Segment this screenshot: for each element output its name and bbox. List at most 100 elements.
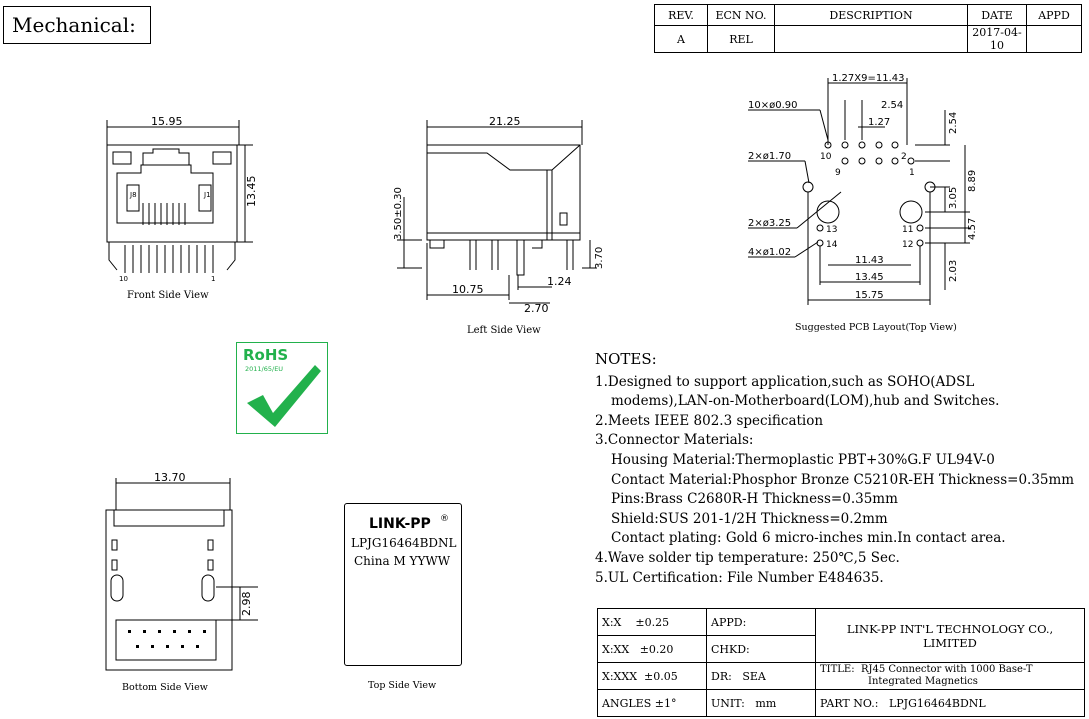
pcb-d1345-label: 13.45 bbox=[855, 272, 884, 283]
top-side-view: LINK-PP ® LPJG16464BDNL China M YYWW bbox=[344, 503, 462, 666]
rohs-badge: RoHS 2011/65/EU bbox=[236, 342, 328, 434]
revision-table: REV. ECN NO. DESCRIPTION DATE APPD A REL… bbox=[654, 4, 1082, 53]
top-view-caption: Top Side View bbox=[368, 680, 437, 691]
top-part-number: LPJG16464BDNL bbox=[351, 536, 457, 550]
note-line: Contact Material:Phosphor Bronze C5210R-… bbox=[611, 471, 1075, 488]
front-pin-j1: J1 bbox=[203, 191, 211, 199]
left-dim-a-label: 10.75 bbox=[452, 283, 484, 296]
rev-header: REV. bbox=[654, 4, 708, 26]
left-dim-c-label: 2.70 bbox=[524, 302, 549, 315]
unit-cell: UNIT: mm bbox=[706, 689, 816, 717]
left-width-label: 21.25 bbox=[489, 115, 521, 128]
appd-header: APPD bbox=[1026, 4, 1082, 26]
tol-2-value: ±0.20 bbox=[639, 642, 674, 656]
pcb-pin-12: 12 bbox=[902, 240, 913, 250]
description-header: DESCRIPTION bbox=[774, 4, 968, 26]
note-line: Contact plating: Gold 6 micro-inches min… bbox=[611, 530, 1006, 547]
note-line: 3.Connector Materials: bbox=[595, 432, 754, 449]
left-side-view: 21.25 3.50±0.30 3.70 10.75 1.24 2.70 bbox=[393, 115, 605, 315]
title-line-1: RJ45 Connector with 1000 Base-T bbox=[860, 664, 1033, 675]
bottom-height-label: 2.98 bbox=[240, 592, 253, 617]
company-name: LINK-PP INT'L TECHNOLOGY CO., LIMITED bbox=[815, 608, 1085, 663]
bottom-width-label: 13.70 bbox=[154, 471, 186, 484]
pcb-view-caption: Suggested PCB Layout(Top View) bbox=[795, 322, 957, 333]
dr-cell: DR: SEA bbox=[706, 662, 816, 690]
top-brand: LINK-PP bbox=[369, 516, 431, 532]
note-line: 4.Wave solder tip temperature: 250℃,5 Se… bbox=[595, 549, 900, 566]
unit-label: UNIT: bbox=[711, 696, 745, 710]
left-dim-b-label: 1.24 bbox=[547, 275, 572, 288]
left-view-caption: Left Side View bbox=[467, 325, 541, 336]
note-line: modems),LAN-on-Motherboard(LOM),hub and … bbox=[611, 393, 1000, 410]
pcb-d305-label: 3.05 bbox=[948, 187, 959, 209]
pcb-holes-a-label: 10×ø0.90 bbox=[748, 100, 798, 111]
pcb-pin-14: 14 bbox=[826, 240, 838, 250]
pcb-pin-13: 13 bbox=[826, 225, 837, 235]
dr-label: DR: bbox=[711, 669, 732, 683]
pcb-half-pitch-label: 1.27 bbox=[868, 117, 890, 128]
rev-value: A bbox=[654, 25, 708, 53]
front-view-caption: Front Side View bbox=[127, 290, 209, 301]
part-cell: PART NO.: LPJG16464BDNL bbox=[815, 689, 1085, 717]
angles-cell: ANGLES ±1° bbox=[597, 689, 707, 717]
front-pin-1: 1 bbox=[211, 275, 215, 283]
note-line: Pins:Brass C2680R-H Thickness=0.35mm bbox=[611, 491, 898, 508]
pcb-pin-2: 2 bbox=[901, 152, 907, 162]
title-cell: TITLE: RJ45 Connector with 1000 Base-T I… bbox=[815, 662, 1085, 690]
date-header: DATE bbox=[967, 4, 1027, 26]
ecn-header: ECN NO. bbox=[707, 4, 775, 26]
unit-value: mm bbox=[755, 696, 777, 710]
pcb-d457-label: 4.57 bbox=[967, 218, 975, 240]
pcb-d889-label: 8.89 bbox=[967, 170, 975, 192]
pcb-pin-11: 11 bbox=[902, 225, 913, 235]
pcb-pin-9: 9 bbox=[835, 168, 841, 178]
rohs-check-icon bbox=[247, 365, 321, 427]
date-value: 2017-04-10 bbox=[967, 25, 1027, 53]
front-width-label: 15.95 bbox=[151, 115, 183, 128]
header-title: Mechanical: bbox=[12, 13, 136, 37]
top-registered-mark: ® bbox=[440, 514, 449, 524]
title-label: TITLE: bbox=[820, 664, 855, 675]
note-line: 2.Meets IEEE 802.3 specification bbox=[595, 412, 824, 429]
pcb-holes-b-label: 2×ø1.70 bbox=[748, 151, 791, 162]
tolerance-row: X:X ±0.25 bbox=[597, 608, 707, 636]
tolerance-row: X:XXX ±0.05 bbox=[597, 662, 707, 690]
pcb-layout-view: 1.27X9=11.43 2.54 1.27 10×ø0.90 2×ø1.70 … bbox=[748, 73, 975, 305]
notes-title: NOTES: bbox=[595, 350, 657, 368]
dr-value: SEA bbox=[742, 669, 766, 683]
note-line: 1.Designed to support application,such a… bbox=[595, 373, 975, 390]
tol-1-label: X:X bbox=[602, 615, 622, 629]
front-pin-10: 10 bbox=[119, 275, 128, 283]
rohs-title: RoHS bbox=[243, 346, 289, 364]
ecn-value: REL bbox=[707, 25, 775, 53]
title-block: X:X ±0.25 APPD: LINK-PP INT'L TECHNOLOGY… bbox=[597, 608, 1085, 717]
chkd-cell: CHKD: bbox=[706, 635, 816, 663]
pcb-holes-d-label: 4×ø1.02 bbox=[748, 247, 791, 258]
pcb-d1575-label: 15.75 bbox=[855, 290, 884, 301]
front-height-label: 13.45 bbox=[245, 176, 258, 208]
pcb-holes-c-label: 2×ø3.25 bbox=[748, 218, 791, 229]
bottom-view-caption: Bottom Side View bbox=[122, 682, 208, 693]
pcb-pin-10: 10 bbox=[820, 152, 832, 162]
pcb-pin-1: 1 bbox=[909, 168, 915, 178]
notes-block: NOTES: 1.Designed to support application… bbox=[595, 350, 1074, 588]
pcb-d1143-label: 11.43 bbox=[855, 255, 884, 266]
description-value bbox=[774, 25, 968, 53]
tol-3-label: X:XXX bbox=[602, 669, 638, 683]
note-line: Housing Material:Thermoplastic PBT+30%G.… bbox=[611, 451, 995, 468]
top-origin-code: China M YYWW bbox=[354, 554, 451, 568]
bottom-side-view: 13.70 2.98 bbox=[105, 471, 258, 671]
tol-2-label: X:XX bbox=[602, 642, 630, 656]
pcb-d254-label: 2.54 bbox=[948, 112, 959, 134]
pcb-pitch-label: 2.54 bbox=[881, 100, 903, 111]
pcb-pitch-total-label: 1.27X9=11.43 bbox=[832, 73, 905, 84]
part-number: LPJG16464BDNL bbox=[888, 696, 986, 710]
left-pin-length-label: 3.70 bbox=[594, 247, 605, 269]
appd-value bbox=[1026, 25, 1082, 53]
header-title-box: Mechanical: bbox=[3, 6, 151, 44]
note-line: Shield:SUS 201-1/2H Thickness=0.2mm bbox=[611, 510, 888, 527]
title-line-2: Integrated Magnetics bbox=[868, 676, 978, 687]
tol-3-value: ±0.05 bbox=[644, 669, 678, 683]
rohs-subtitle: 2011/65/EU bbox=[245, 365, 284, 373]
